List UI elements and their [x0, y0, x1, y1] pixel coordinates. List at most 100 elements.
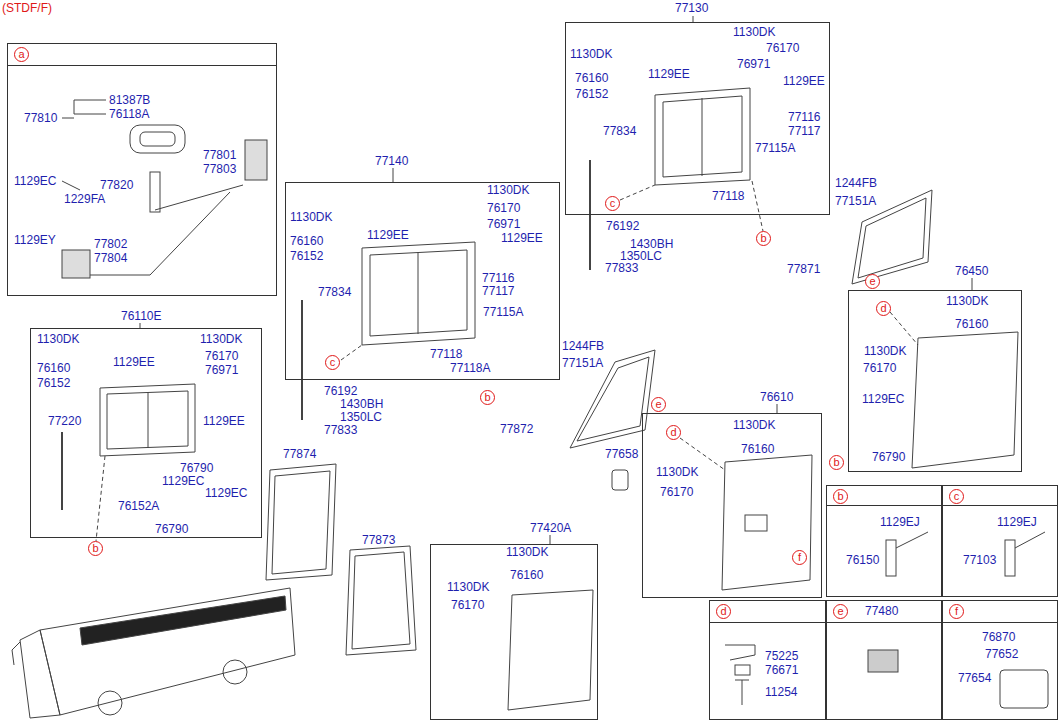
callout-letter: d — [716, 604, 731, 619]
part-number: 77116 — [482, 272, 514, 285]
callout-letter: e — [869, 276, 875, 287]
callout-circle: c — [325, 355, 340, 370]
callout-circle: e — [651, 397, 666, 412]
part-number: 76170 — [766, 42, 799, 55]
part-number: 76870 — [982, 631, 1015, 644]
part-number: 77151A — [562, 357, 603, 370]
part-number: 77654 — [958, 672, 991, 685]
part-number: 77115A — [483, 306, 523, 319]
part-number: 77833 — [324, 424, 357, 437]
part-number: 77803 — [203, 163, 236, 176]
part-number: 76160 — [510, 569, 543, 582]
part-number: 76160 — [37, 362, 70, 375]
part-number: 77652 — [985, 648, 1018, 661]
part-number: 1130DK — [290, 211, 332, 224]
callout-letter: f — [949, 604, 964, 619]
part-number: 76118A — [109, 108, 149, 121]
callout-letter: c — [330, 357, 336, 368]
part-number: 76152 — [290, 250, 323, 263]
part-number: 1130DK — [733, 419, 775, 432]
part-number: 77480 — [865, 605, 898, 618]
part-number: 1129EY — [14, 234, 56, 247]
part-number: 81387B — [109, 94, 150, 107]
part-number: 76790 — [872, 451, 905, 464]
part-number: 77834 — [603, 125, 636, 138]
callout-letter: b — [760, 233, 766, 244]
part-number: 1130DK — [506, 546, 548, 559]
part-number: 1129EE — [367, 229, 409, 242]
detail-cell: e77480 — [826, 600, 942, 720]
part-group-panel: 76610df — [642, 413, 822, 598]
callout-circle: b — [480, 390, 495, 405]
part-number: 1130DK — [864, 345, 906, 358]
part-number: 77873 — [362, 534, 395, 547]
part-number: 1129EJ — [880, 516, 920, 529]
callout-letter: c — [610, 198, 616, 209]
part-number: 1130DK — [447, 581, 489, 594]
part-number: 77117 — [482, 285, 514, 298]
part-number: 1244FB — [562, 340, 604, 353]
callout-letter: b — [484, 392, 490, 403]
header-rule — [827, 622, 941, 623]
part-number: 76971 — [737, 58, 770, 71]
part-number: 76170 — [863, 362, 896, 375]
callout-circle: f — [792, 550, 807, 565]
part-number: 1430BH — [340, 398, 383, 411]
callout-letter: e — [655, 399, 661, 410]
part-number: 77220 — [48, 415, 81, 428]
header-rule — [827, 505, 941, 506]
detail-cell: b — [826, 485, 942, 597]
callout-circle: c — [605, 196, 620, 211]
part-number: 76152A — [118, 500, 159, 513]
part-number: 77658 — [605, 448, 638, 461]
callout-circle: b — [88, 541, 103, 556]
part-number: 1129EJ — [997, 516, 1037, 529]
part-number: 77103 — [963, 554, 996, 567]
part-number: 1129EE — [501, 232, 543, 245]
part-number: 76152 — [37, 377, 70, 390]
part-number: 1229FA — [64, 193, 105, 206]
callout-circle: d — [666, 425, 681, 440]
part-number: 1244FB — [835, 177, 877, 190]
callout-letter: b — [833, 489, 848, 504]
part-number: 76152 — [575, 88, 608, 101]
part-group-panel: 76450d — [848, 290, 1022, 472]
callout-circle: e — [865, 274, 880, 289]
part-number: 76160 — [290, 235, 323, 248]
part-number: 77874 — [283, 448, 316, 461]
group-number: 77140 — [375, 155, 408, 168]
part-number: 76192 — [606, 220, 639, 233]
group-number: 76110E — [121, 310, 161, 323]
part-number: 1129EE — [783, 75, 825, 88]
part-number: 77804 — [94, 252, 127, 265]
part-number: 1129EC — [862, 393, 904, 406]
part-number: 77820 — [100, 179, 133, 192]
callout-letter: d — [670, 427, 676, 438]
page-title: (STDF/F) — [2, 2, 52, 15]
part-number: 76971 — [487, 218, 520, 231]
part-number: 76790 — [155, 523, 188, 536]
part-number: 76160 — [575, 72, 608, 85]
group-number: 77420A — [530, 522, 571, 535]
part-number: 1130DK — [733, 26, 775, 39]
part-number: 1129EC — [162, 475, 204, 488]
part-number: 76150 — [846, 554, 879, 567]
part-number: 77810 — [24, 112, 57, 125]
part-number: 76192 — [324, 385, 357, 398]
part-number: 77117 — [788, 125, 820, 138]
part-number: 76170 — [205, 350, 238, 363]
part-number: 76160 — [741, 443, 774, 456]
part-number: 1129EC — [205, 487, 247, 500]
part-number: 77116 — [788, 111, 820, 124]
part-number: 1130DK — [946, 295, 988, 308]
part-number: 1129EE — [113, 356, 155, 369]
part-number: 1130DK — [656, 466, 698, 479]
detail-cell: a — [7, 43, 277, 296]
group-number: 76450 — [955, 265, 988, 278]
header-rule — [710, 622, 825, 623]
part-number: 77118 — [712, 190, 744, 203]
part-number: 1130DK — [487, 184, 529, 197]
part-number: 76671 — [765, 664, 798, 677]
callout-letter: d — [880, 303, 886, 314]
